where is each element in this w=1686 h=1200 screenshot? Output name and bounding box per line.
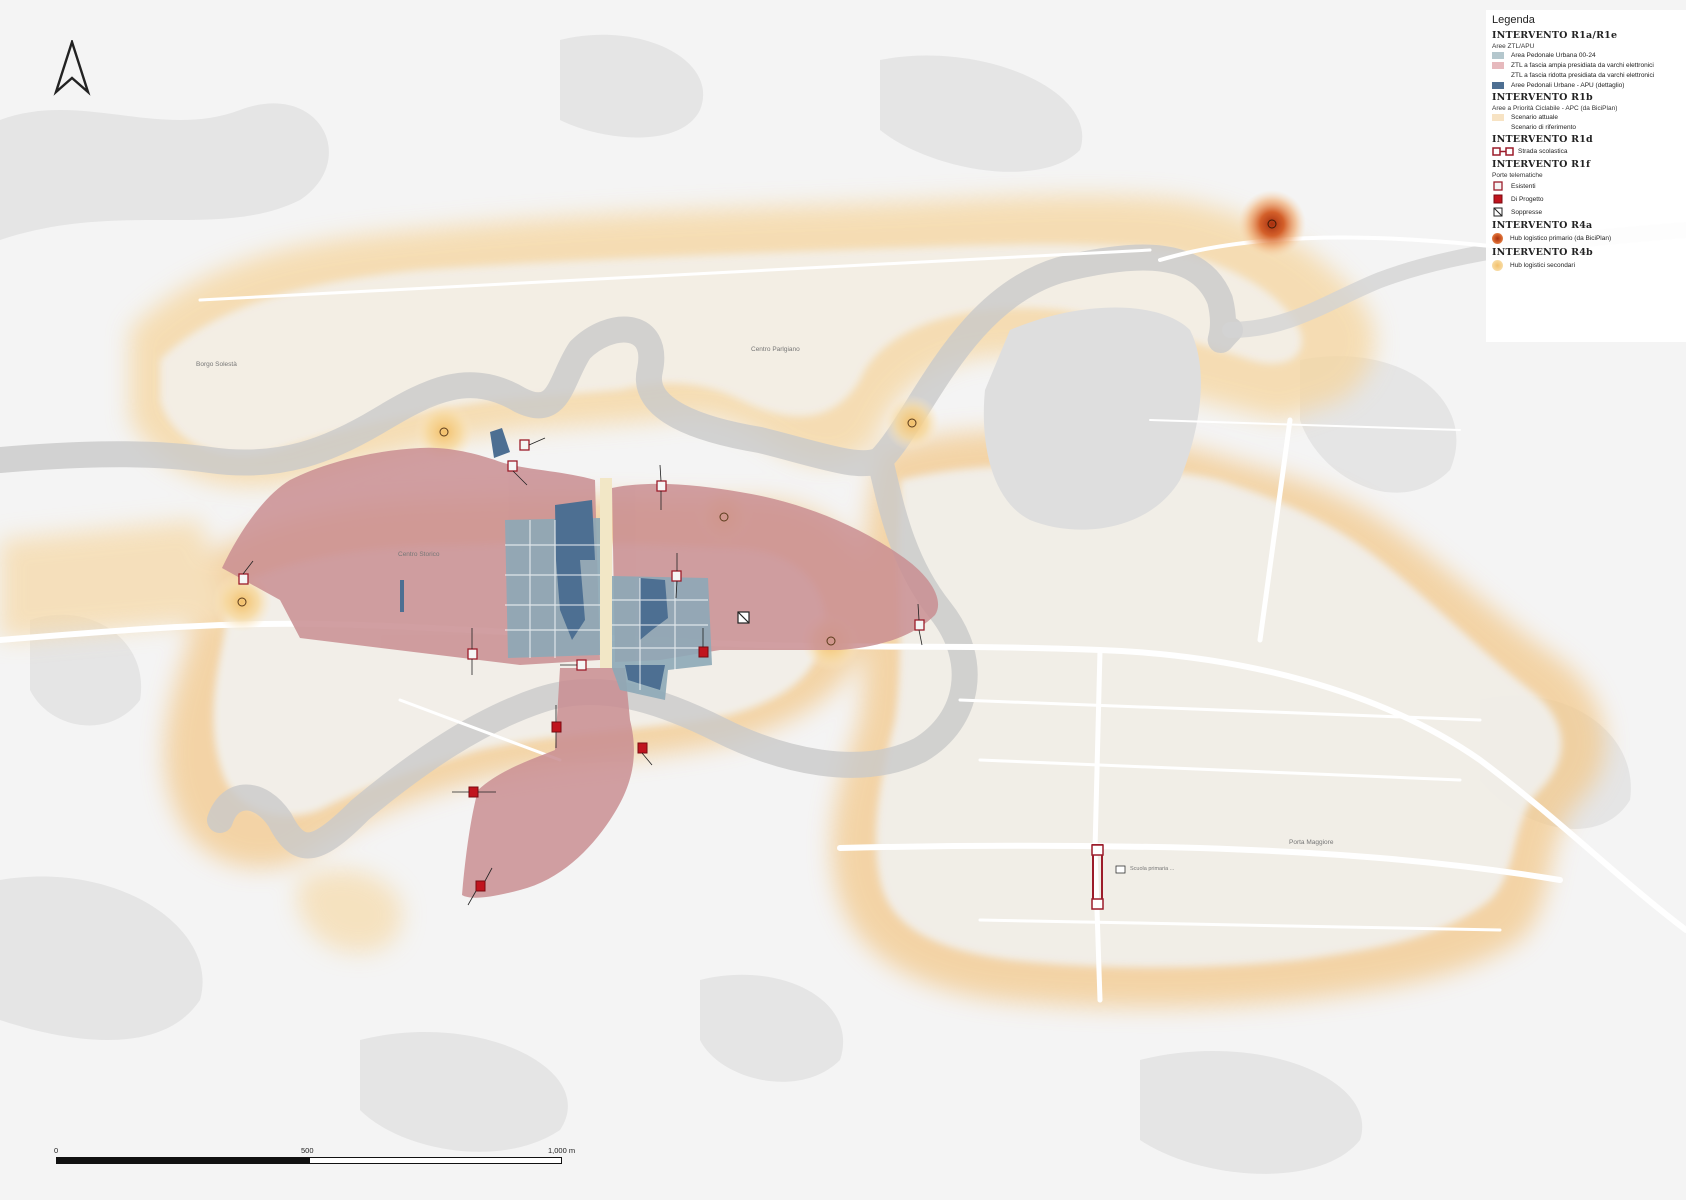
scale-label-500: 500 [301, 1146, 314, 1155]
river-valley [0, 244, 1243, 859]
hub-primary-icon [1492, 233, 1503, 244]
swatch-apu [1492, 52, 1504, 59]
swatch-apc-reference [1492, 124, 1504, 131]
legend-heading-r1a: INTERVENTO R1a/R1e [1492, 30, 1618, 41]
gate-existing-icon [1493, 181, 1503, 191]
legend-title: Legenda [1492, 14, 1535, 26]
hub-secondary-icon [1492, 260, 1503, 271]
legend-label: Aree Pedonali Urbane - APU (dettaglio) [1511, 82, 1625, 89]
legend-label: Soppresse [1511, 208, 1543, 216]
legend-item-gate-project: Di Progetto [1492, 194, 1686, 204]
legend-item-apc-current: Scenario attuale [1492, 114, 1686, 121]
legend-label: Di Progetto [1511, 195, 1544, 203]
legend-label: Strada scolastica [1518, 148, 1568, 155]
legend-subtitle-r1a: Aree ZTL/APU [1492, 43, 1535, 50]
place-scuola: Scuola primaria ... [1130, 866, 1175, 872]
primary-hub-glow [1238, 190, 1306, 258]
legend-item-apc-reference: Scenario di riferimento [1492, 124, 1686, 131]
gate-leaders [242, 437, 923, 906]
legend-item-school-street: Strada scolastica [1492, 147, 1686, 156]
urban-block-gray [983, 307, 1201, 530]
urban-block-lines [505, 520, 708, 690]
gate-removed-icon [1493, 207, 1503, 217]
gate-project-icon [1493, 194, 1503, 204]
legend-heading-r1d: INTERVENTO R1d [1492, 134, 1593, 145]
legend-heading-r4b: INTERVENTO R4b [1492, 247, 1593, 258]
swatch-ztl-narrow [1492, 72, 1504, 79]
gates-existing [238, 439, 925, 671]
hub-icon [237, 219, 1277, 646]
scale-bar-black [56, 1157, 309, 1164]
swatch-apu-detail [1492, 82, 1504, 89]
legend-heading-r4a: INTERVENTO R4a [1492, 220, 1593, 231]
scale-bar-white [309, 1157, 562, 1164]
legend-item-gate-removed: Soppresse [1492, 207, 1686, 217]
legend-subtitle-r1f: Porte telematiche [1492, 172, 1543, 179]
legend-heading-r1b: INTERVENTO R1b [1492, 92, 1593, 103]
map-legend: Legenda INTERVENTO R1a/R1e Aree ZTL/APU … [1486, 10, 1686, 342]
school-street-icon [1492, 147, 1514, 156]
place-porta-maggiore: Porta Maggiore [1289, 839, 1334, 846]
legend-item-gate-existing: Esistenti [1492, 181, 1686, 191]
place-borgo-solesta: Borgo Solestà [196, 361, 237, 368]
legend-label: Hub logistico primario (da BiciPlan) [1510, 235, 1612, 242]
legend-item-ztl-narrow: ZTL a fascia ridotta presidiata da varch… [1492, 72, 1686, 79]
legend-label: ZTL a fascia ridotta presidiata da varch… [1511, 72, 1655, 79]
place-centro-direzionale: Centro Parlgiano [751, 346, 800, 353]
legend-label: Scenario attuale [1511, 114, 1558, 121]
legend-item-apu-detail: Aree Pedonali Urbane - APU (dettaglio) [1492, 82, 1686, 89]
legend-heading-r1f: INTERVENTO R1f [1492, 159, 1591, 170]
legend-label: Esistenti [1511, 182, 1536, 190]
legend-item-hub-secondary: Hub logistici secondari [1492, 260, 1686, 271]
ztl-divider-road [600, 478, 612, 668]
legend-item-apu: Area Pedonale Urbana 00-24 [1492, 52, 1686, 59]
swatch-ztl-wide [1492, 62, 1504, 69]
school-street [1091, 844, 1126, 910]
north-arrow-icon [53, 40, 91, 96]
gate-removed [737, 611, 750, 624]
legend-label: Scenario di riferimento [1511, 124, 1577, 131]
terrain-shading [0, 34, 1631, 1174]
legend-subtitle-r1b: Aree a Priorità Ciclabile - APC (da Bici… [1492, 105, 1618, 112]
swatch-apc-current [1492, 114, 1504, 121]
legend-item-ztl-wide: ZTL a fascia ampia presidiata da varchi … [1492, 62, 1686, 69]
scale-label-0: 0 [54, 1146, 59, 1155]
scale-label-1000: 1,000 m [548, 1146, 576, 1155]
legend-item-hub-primary: Hub logistico primario (da BiciPlan) [1492, 233, 1686, 244]
legend-label: Hub logistici secondari [1510, 262, 1576, 269]
place-centro-storico: Centro Storico [398, 551, 440, 558]
legend-label: ZTL a fascia ampia presidiata da varchi … [1511, 62, 1654, 69]
legend-label: Area Pedonale Urbana 00-24 [1511, 52, 1596, 59]
